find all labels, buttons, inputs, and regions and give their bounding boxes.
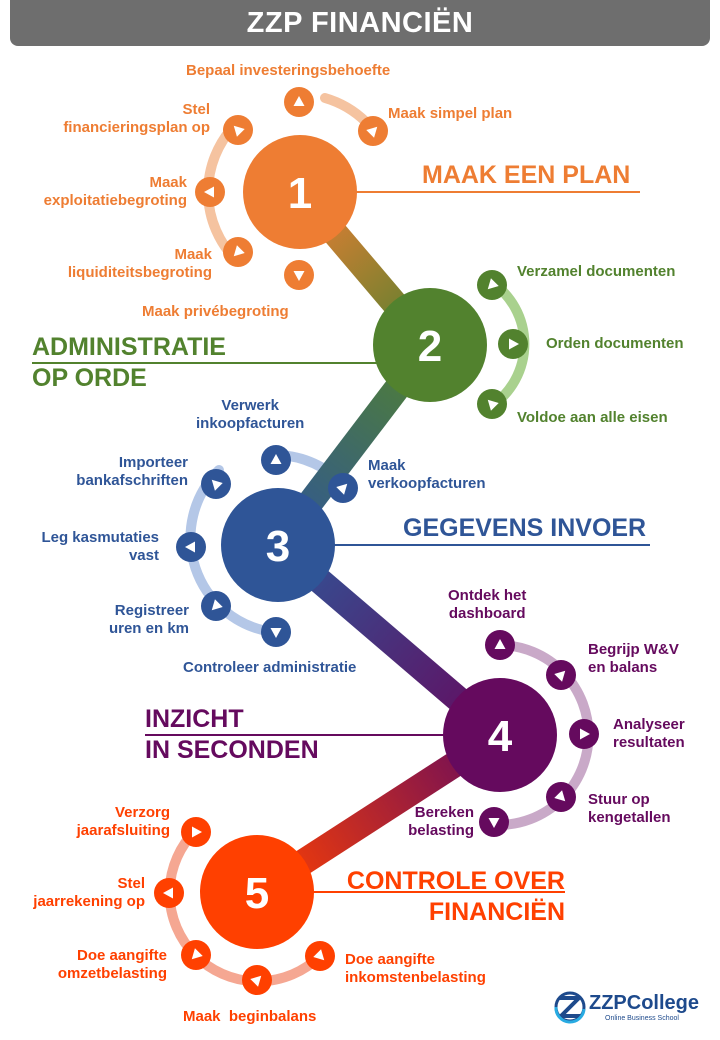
step-1-number: 1 (288, 169, 312, 218)
logo-icon (554, 991, 586, 1024)
step-1-item-1: Bepaal investeringsbehoefte (186, 62, 391, 79)
step-4-circle: 4 (443, 678, 557, 792)
step-5-circle: 5 (200, 835, 314, 949)
step-3-item-6: Controleer administratie (183, 659, 357, 676)
step-3-item-3-triangle-arrow-icon (201, 469, 231, 499)
step-3-item-5-triangle-arrow-icon (201, 591, 231, 621)
step-1-item-6: Maak privébegroting (142, 303, 289, 320)
zzpcollege-logo: ZZPCollege Online Business School (553, 988, 708, 1028)
step-1-item-3-triangle-arrow-icon (223, 115, 253, 145)
step-3-title: GEGEVENS INVOER (403, 514, 647, 542)
step-2-item-3-triangle-arrow-icon (477, 389, 507, 419)
step-3-item-2-triangle-arrow-icon (328, 473, 358, 503)
step-5-item-2-triangle-arrow-icon (154, 878, 184, 908)
step-5-item-3-triangle-arrow-icon (181, 940, 211, 970)
step-5-number: 5 (245, 869, 269, 918)
step-1-item-2: Maak simpel plan (388, 105, 513, 122)
step-3-circle: 3 (221, 488, 335, 602)
step-3-number: 3 (266, 522, 290, 571)
step-1-item-4-triangle-arrow-icon (195, 177, 225, 207)
logo-tagline: Online Business School (605, 1015, 679, 1022)
step-4-number: 4 (488, 712, 513, 761)
page-title: ZZP FINANCIËN (246, 6, 474, 39)
step-5-item-5-triangle-arrow-icon (305, 941, 335, 971)
step-5-item-1-triangle-arrow-icon (181, 817, 211, 847)
step-4-item-1-triangle-arrow-icon (485, 630, 515, 660)
step-2-circle: 2 (373, 288, 487, 402)
step-4-item-2-triangle-arrow-icon (546, 660, 576, 690)
step-4-item-5-triangle-arrow-icon (479, 807, 509, 837)
step-1-title: MAAK EEN PLAN (422, 161, 631, 189)
step-2-number: 2 (418, 322, 442, 371)
step-5-item-4: Maak beginbalans (183, 1008, 317, 1025)
step-5-item-4-triangle-arrow-icon (242, 965, 272, 995)
step-2-item-2-triangle-arrow-icon (498, 329, 528, 359)
step-3-item-1-triangle-arrow-icon (261, 445, 291, 475)
step-4-item-3-triangle-arrow-icon (569, 719, 599, 749)
step-1-item-5-triangle-arrow-icon (223, 237, 253, 267)
step-2-item-3: Voldoe aan alle eisen (517, 409, 668, 426)
step-1-item-1-triangle-arrow-icon (284, 87, 314, 117)
logo-name: ZZPCollege (589, 992, 700, 1014)
title-bar: ZZP FINANCIËN (10, 0, 710, 46)
step-2-item-2: Orden documenten (546, 335, 684, 352)
step-1-item-6-triangle-arrow-icon (284, 260, 314, 290)
step-3-item-6-triangle-arrow-icon (261, 617, 291, 647)
step-1-item-2-triangle-arrow-icon (358, 116, 388, 146)
step-1-circle: 1 (243, 135, 357, 249)
step-2-item-1: Verzamel documenten (517, 263, 676, 280)
step-2-item-1-triangle-arrow-icon (477, 270, 507, 300)
step-3-item-4-triangle-arrow-icon (176, 532, 206, 562)
step-4-item-4-triangle-arrow-icon (546, 782, 576, 812)
